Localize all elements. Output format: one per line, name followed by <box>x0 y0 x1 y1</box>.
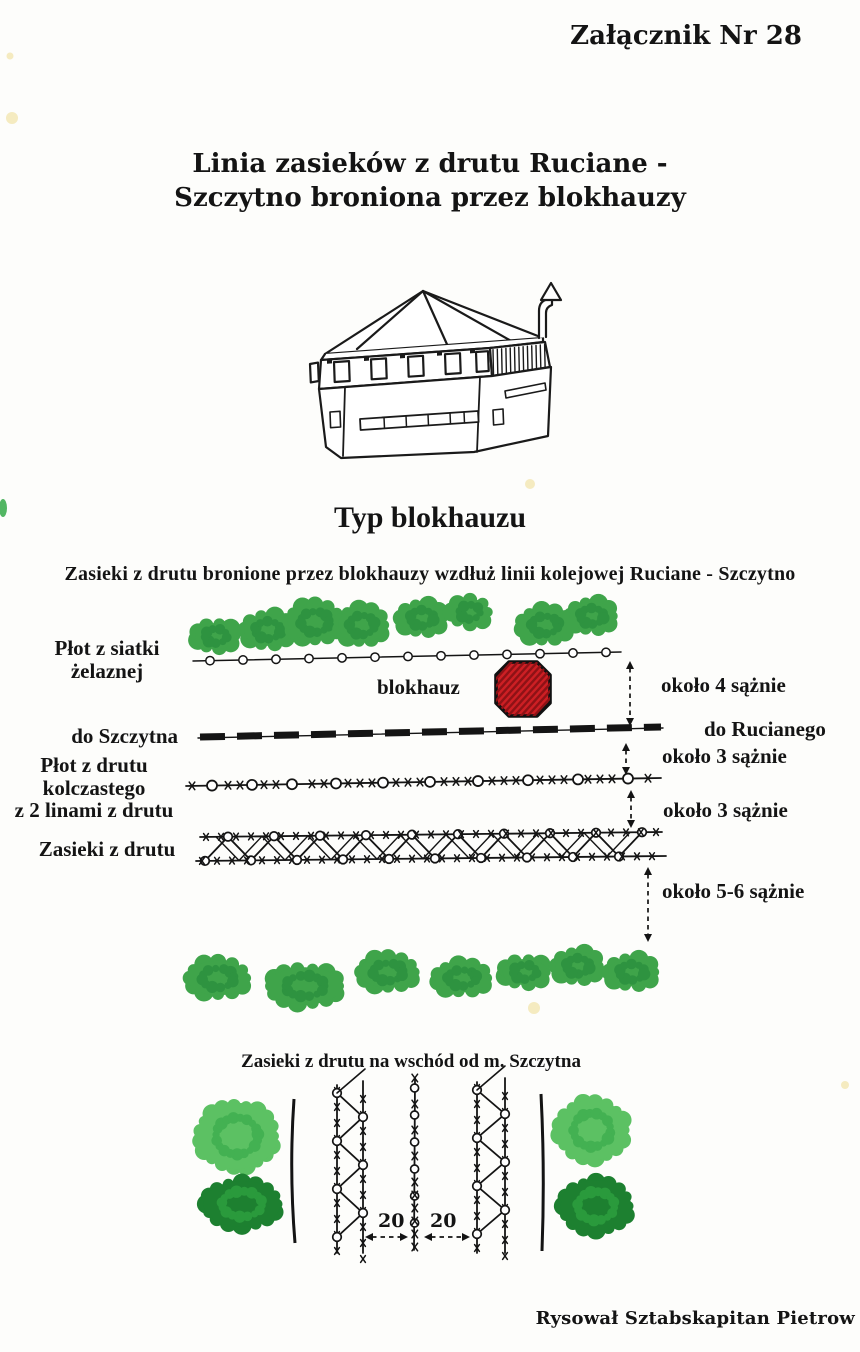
wire-entanglement-band <box>196 828 666 865</box>
mesh-fence-line <box>193 648 621 665</box>
distance-label-1: około 4 sążnie <box>661 674 786 698</box>
blockhouse-drawing <box>310 283 561 458</box>
attachment-label: Załącznik Nr 28 <box>570 22 802 51</box>
distance-label-3: około 3 sążnie <box>663 799 788 823</box>
tree-row-bottom <box>183 944 660 1013</box>
mesh-fence-label: Płot z siatki żelaznej <box>40 637 174 683</box>
gap-distance-label-left: 20 <box>378 1211 404 1232</box>
distance-arrows <box>622 661 652 942</box>
distance-label-4: około 5-6 sążnie <box>662 880 804 904</box>
profile-diagram-heading: Zasieki z drutu bronione przez blokhauzy… <box>0 563 860 585</box>
east-diagram <box>192 1066 635 1262</box>
page-title-line1: Linia zasieków z drutu Ruciane - <box>0 147 860 181</box>
railway-line <box>198 727 663 738</box>
page-title: Linia zasieków z drutu Ruciane - Szczytn… <box>0 147 860 215</box>
gap-distance-label-right: 20 <box>430 1211 456 1232</box>
entanglement-label: Zasieki z drutu <box>28 838 186 862</box>
credit-line: Rysował Sztabskapitan Pietrow <box>536 1309 855 1329</box>
barbed-fence-line <box>186 774 661 791</box>
tree-row-top <box>188 593 618 655</box>
barbed-fence-label: Płot z drutu kolczastego z 2 linami z dr… <box>2 754 186 822</box>
distance-label-2: około 3 sążnie <box>662 745 787 769</box>
to-szczytno-label: do Szczytna <box>40 725 178 749</box>
blockhouse-caption: Typ blokhauzu <box>0 501 860 535</box>
blockhouse-label: blokhauz <box>377 676 460 700</box>
to-ruciane-label: do Rucianego <box>704 718 826 742</box>
page-title-line2: Szczytno broniona przez blokhauzy <box>0 181 860 215</box>
east-diagram-heading: Zasieki z drutu na wschód od m. Szczytna <box>0 1051 822 1072</box>
